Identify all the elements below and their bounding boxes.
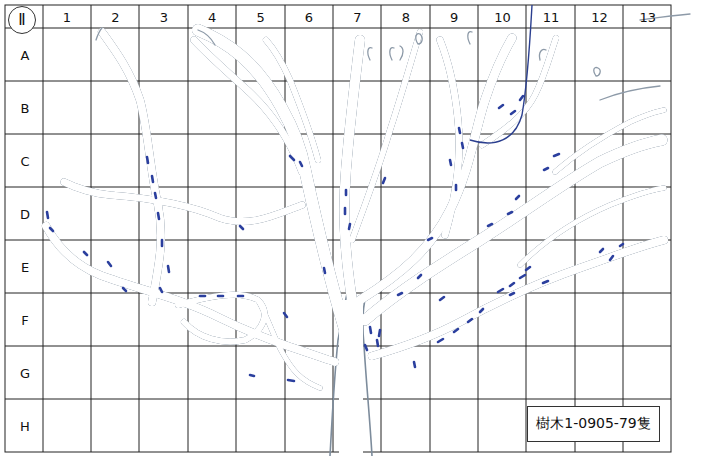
node-text: 樹木1-0905-79隻 <box>536 415 651 433</box>
column-number: 13 <box>640 11 657 24</box>
circled-mark: Ⅱ <box>8 6 36 34</box>
grid <box>5 5 671 452</box>
row-letter: G <box>20 367 30 380</box>
column-number: 9 <box>450 11 458 24</box>
column-number: 11 <box>543 11 560 24</box>
row-letter: F <box>21 314 28 327</box>
column-number: 7 <box>353 11 361 24</box>
row-letter: D <box>20 208 30 221</box>
row-letter: B <box>21 102 30 115</box>
row-letter: H <box>20 420 30 433</box>
column-number: 3 <box>160 11 168 24</box>
column-number: 1 <box>63 11 71 24</box>
node-text: Ⅱ <box>18 11 25 29</box>
column-number: 12 <box>591 11 608 24</box>
row-letter: C <box>20 155 29 168</box>
label-box: 樹木1-0905-79隻 <box>527 406 660 442</box>
row-letter: A <box>21 49 30 62</box>
column-number: 6 <box>305 11 313 24</box>
row-letter: E <box>21 261 29 274</box>
column-number: 2 <box>111 11 119 24</box>
column-number: 4 <box>208 11 216 24</box>
insect-marks <box>47 96 623 381</box>
column-number: 10 <box>494 11 511 24</box>
column-number: 8 <box>402 11 410 24</box>
column-number: 5 <box>256 11 264 24</box>
